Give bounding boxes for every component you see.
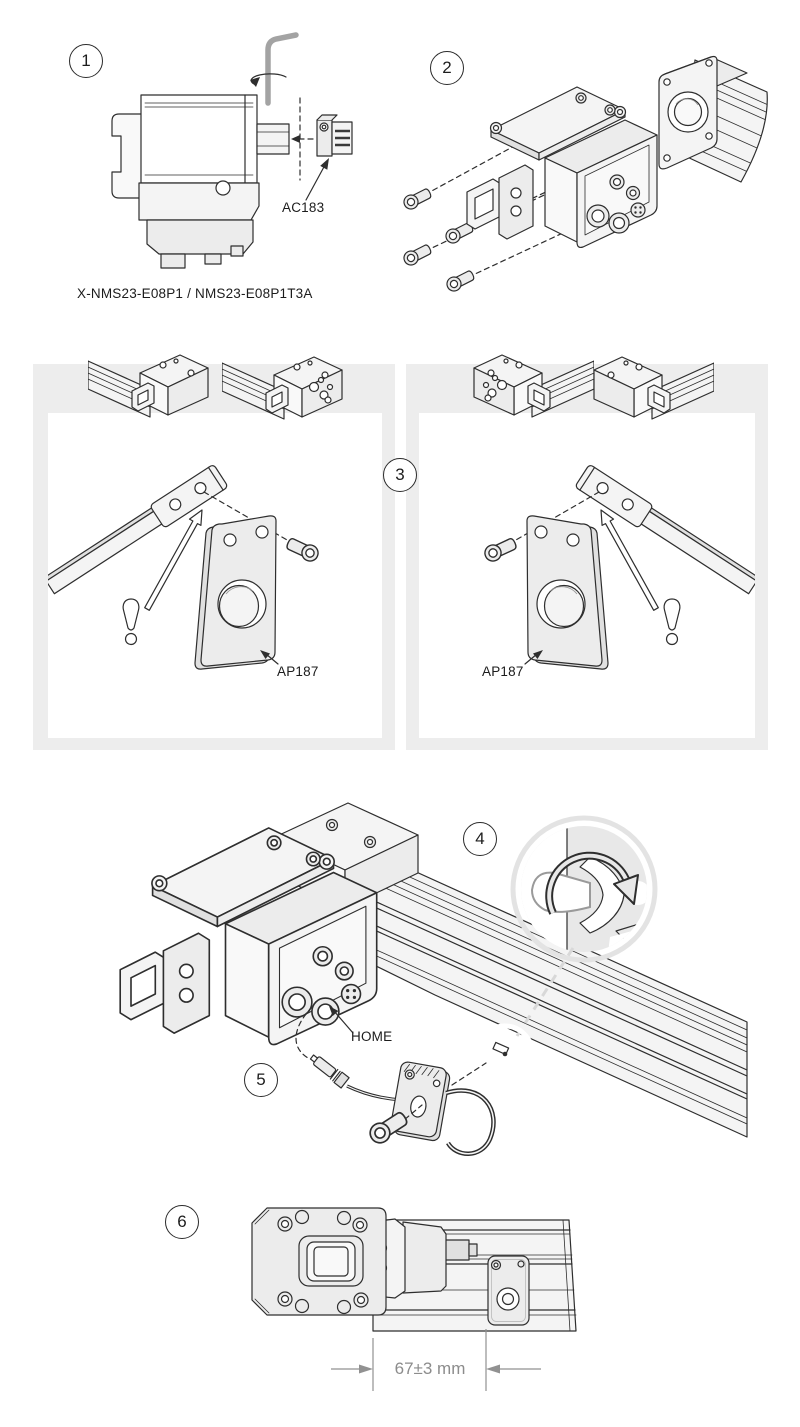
home-connector-label: HOME [351,1029,393,1044]
step3-left-scene [48,465,322,670]
step-2-badge: 2 [430,51,464,85]
step6-illustration [251,1207,577,1391]
slot-highlight-circle [475,1023,535,1083]
step-3-badge: 3 [383,458,417,492]
magnifier-link-line [515,947,575,1037]
motor-side-view [111,94,290,269]
sensor-strip [48,465,228,595]
ap187-leader-arrow [260,650,279,665]
mounting-screws [400,185,477,295]
rotation-arrow-icon [250,73,287,87]
bracket-slot-axis [451,1062,487,1086]
plate-screw [284,534,322,565]
mount-dimension-label: 67±3 mm [394,1359,466,1378]
motor-housing-top-view [251,1207,387,1316]
cable-loop [445,1088,496,1156]
step-2-number: 2 [442,58,452,77]
motor-model-caption: X-NMS23-E08P1 / NMS23-E08P1T3A [77,286,313,301]
connector-ports [586,174,646,234]
coupling-ac183 [316,114,353,157]
step-5-badge: 5 [244,1063,278,1097]
step-1-number: 1 [81,51,91,70]
step-3-number: 3 [395,465,405,484]
step1-illustration [111,32,353,269]
step-1-badge: 1 [69,44,103,78]
step4-step5-illustration [119,802,748,1156]
dimension-67mm [331,1329,541,1391]
sensor-bracket-top-view [487,1255,530,1326]
motor-shaft [256,123,290,155]
step-6-number: 6 [177,1212,187,1231]
step-5-number: 5 [256,1070,266,1089]
insert-arrow [144,509,203,611]
shaft-coupling [444,1239,470,1261]
tension-detail-magnifier [510,815,658,963]
home-sensor-connector [309,1054,350,1089]
step-4-badge: 4 [463,822,497,856]
step2-illustration [400,55,768,295]
plate-part-label-right: AP187 [482,664,524,679]
mount-block [402,1221,447,1294]
ac183-leader-arrow [305,158,329,201]
warning-exclamation-icon [122,598,140,646]
plate-part-label-left: AP187 [277,664,319,679]
step-4-number: 4 [475,829,485,848]
rotation-arrow-icon [545,851,639,915]
plate-ap187 [194,515,277,670]
step-6-badge: 6 [165,1205,199,1239]
insert-direction-arrow [291,135,314,143]
cable-route-dashed [295,1006,313,1059]
actuator-end-block [658,55,748,170]
hex-key-icon [265,32,299,106]
step3-right-scene [419,413,755,738]
coupling-part-label: AC183 [282,200,325,215]
motor-assembly [466,86,658,249]
home-leader-arrow [329,1006,354,1034]
